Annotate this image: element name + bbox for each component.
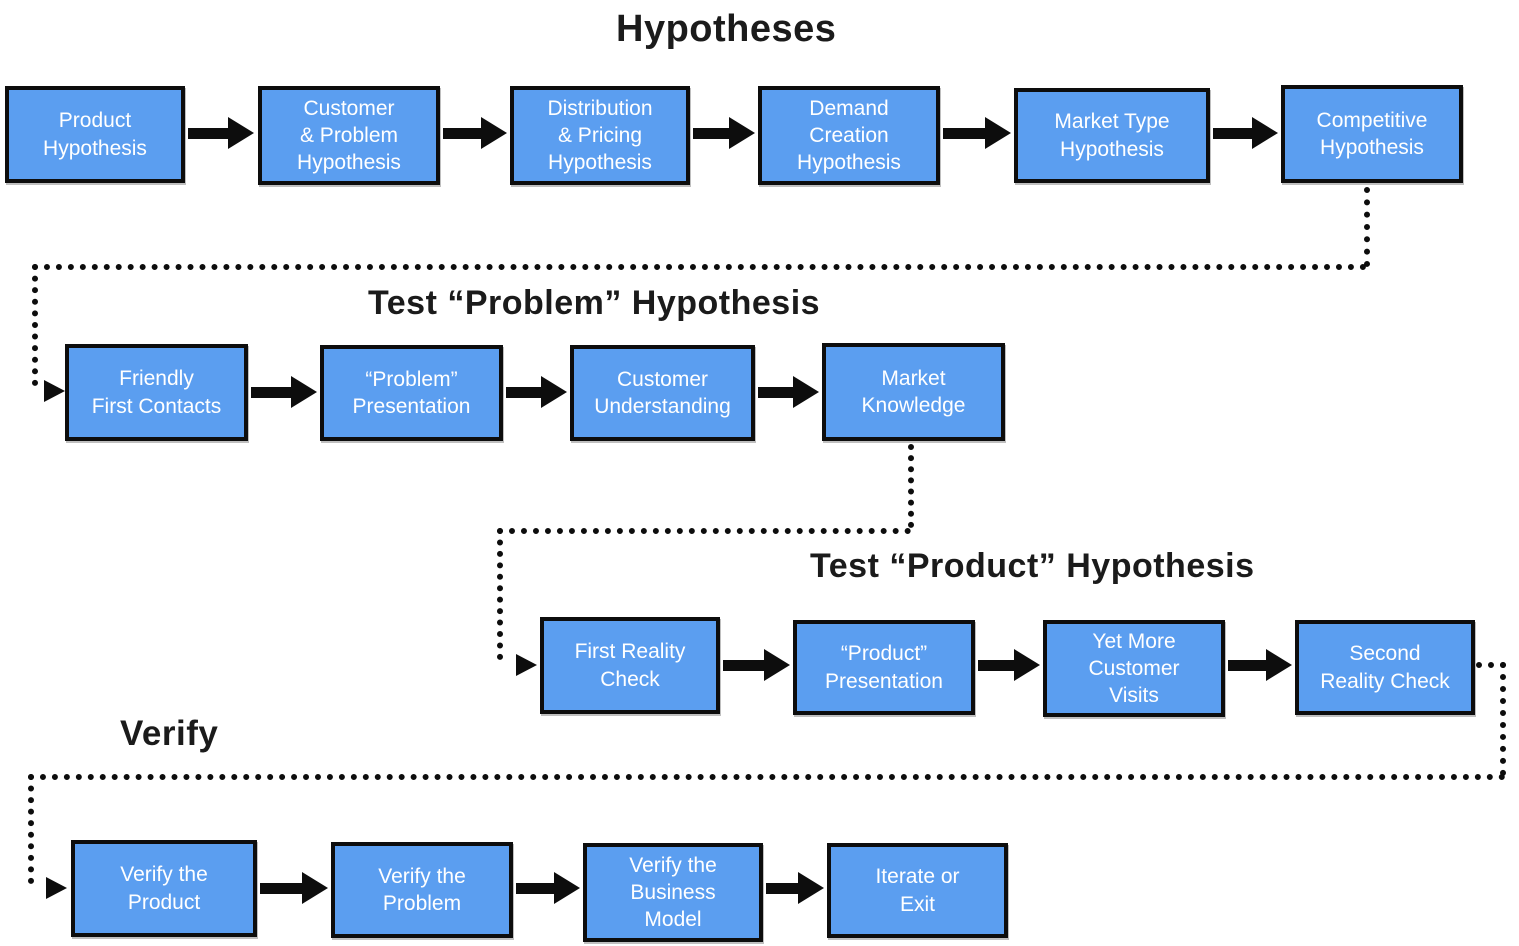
node-label: Distribution & Pricing Hypothesis	[547, 96, 653, 175]
flow-arrow-icon	[1228, 649, 1292, 681]
node-label: Verify the Problem	[378, 864, 466, 915]
node-verify-the-problem: Verify the Problem	[331, 842, 513, 938]
node-label: Market Type Hypothesis	[1054, 110, 1170, 161]
node-second-reality-check: Second Reality Check	[1295, 620, 1475, 715]
dotted-connector-segment	[32, 264, 1367, 270]
node-label: Demand Creation Hypothesis	[797, 96, 901, 175]
section-title-hypotheses: Hypotheses	[616, 8, 837, 50]
node-verify-the-product: Verify the Product	[71, 840, 257, 937]
node-verify-the-business-model: Verify the Business Model	[583, 843, 763, 942]
flow-arrow-icon	[723, 649, 790, 681]
flow-arrow-icon	[506, 376, 567, 408]
node-label: Customer Understanding	[594, 367, 731, 418]
dotted-connector-segment	[1476, 662, 1506, 668]
dotted-connector-arrowhead-icon	[44, 380, 65, 402]
node-customer-understanding: Customer Understanding	[570, 345, 755, 441]
node-competitive-hypothesis: Competitive Hypothesis	[1281, 85, 1463, 183]
node-problem-presentation: “Problem” Presentation	[320, 345, 503, 441]
node-label: Market Knowledge	[861, 366, 966, 417]
flow-arrow-icon	[978, 649, 1040, 681]
node-yet-more-customer-visits: Yet More Customer Visits	[1043, 620, 1225, 717]
dotted-connector-segment	[908, 444, 914, 528]
node-label: Product Hypothesis	[43, 109, 147, 160]
flow-arrow-icon	[516, 872, 580, 904]
flow-arrow-icon	[766, 872, 824, 904]
dotted-connector-arrowhead-icon	[516, 654, 537, 676]
dotted-connector-arrowhead-icon	[46, 877, 67, 899]
dotted-connector-segment	[28, 774, 1506, 780]
flow-arrow-icon	[443, 117, 507, 149]
flow-arrow-icon	[758, 376, 819, 408]
section-title-verify: Verify	[120, 714, 219, 753]
flow-arrow-icon	[1213, 117, 1278, 149]
section-title-test-problem-hypothesis: Test “Problem” Hypothesis	[368, 284, 821, 322]
node-label: Customer & Problem Hypothesis	[297, 96, 401, 175]
node-first-reality-check: First Reality Check	[540, 617, 720, 714]
node-market-knowledge: Market Knowledge	[822, 343, 1005, 441]
node-label: Competitive Hypothesis	[1316, 108, 1428, 159]
node-label: Iterate or Exit	[875, 865, 960, 916]
node-product-presentation: “Product” Presentation	[793, 620, 975, 715]
flow-arrow-icon	[943, 117, 1011, 149]
node-label: Verify the Business Model	[629, 853, 717, 932]
node-distribution-pricing-hypothesis: Distribution & Pricing Hypothesis	[510, 86, 690, 185]
dotted-connector-segment	[1500, 662, 1506, 776]
node-market-type-hypothesis: Market Type Hypothesis	[1014, 88, 1210, 183]
node-label: Verify the Product	[120, 863, 208, 914]
dotted-connector-segment	[28, 774, 34, 884]
dotted-connector-segment	[497, 528, 911, 534]
dotted-connector-segment	[497, 528, 503, 660]
node-friendly-first-contacts: Friendly First Contacts	[65, 344, 248, 441]
node-label: Friendly First Contacts	[91, 367, 222, 418]
flow-arrow-icon	[693, 117, 755, 149]
node-label: “Product” Presentation	[825, 642, 943, 693]
dotted-connector-segment	[32, 264, 38, 386]
flow-arrow-icon	[251, 376, 317, 408]
node-demand-creation-hypothesis: Demand Creation Hypothesis	[758, 86, 940, 185]
flow-arrow-icon	[260, 872, 328, 904]
section-title-test-product-hypothesis: Test “Product” Hypothesis	[810, 547, 1255, 585]
node-label: Yet More Customer Visits	[1088, 629, 1180, 708]
node-label: First Reality Check	[574, 640, 686, 691]
flow-arrow-icon	[188, 117, 254, 149]
node-product-hypothesis: Product Hypothesis	[5, 86, 185, 183]
node-iterate-or-exit: Iterate or Exit	[827, 843, 1008, 938]
node-label: “Problem” Presentation	[352, 367, 471, 418]
node-customer-problem-hypothesis: Customer & Problem Hypothesis	[258, 86, 440, 185]
node-label: Second Reality Check	[1320, 642, 1450, 693]
dotted-connector-segment	[1364, 187, 1370, 267]
